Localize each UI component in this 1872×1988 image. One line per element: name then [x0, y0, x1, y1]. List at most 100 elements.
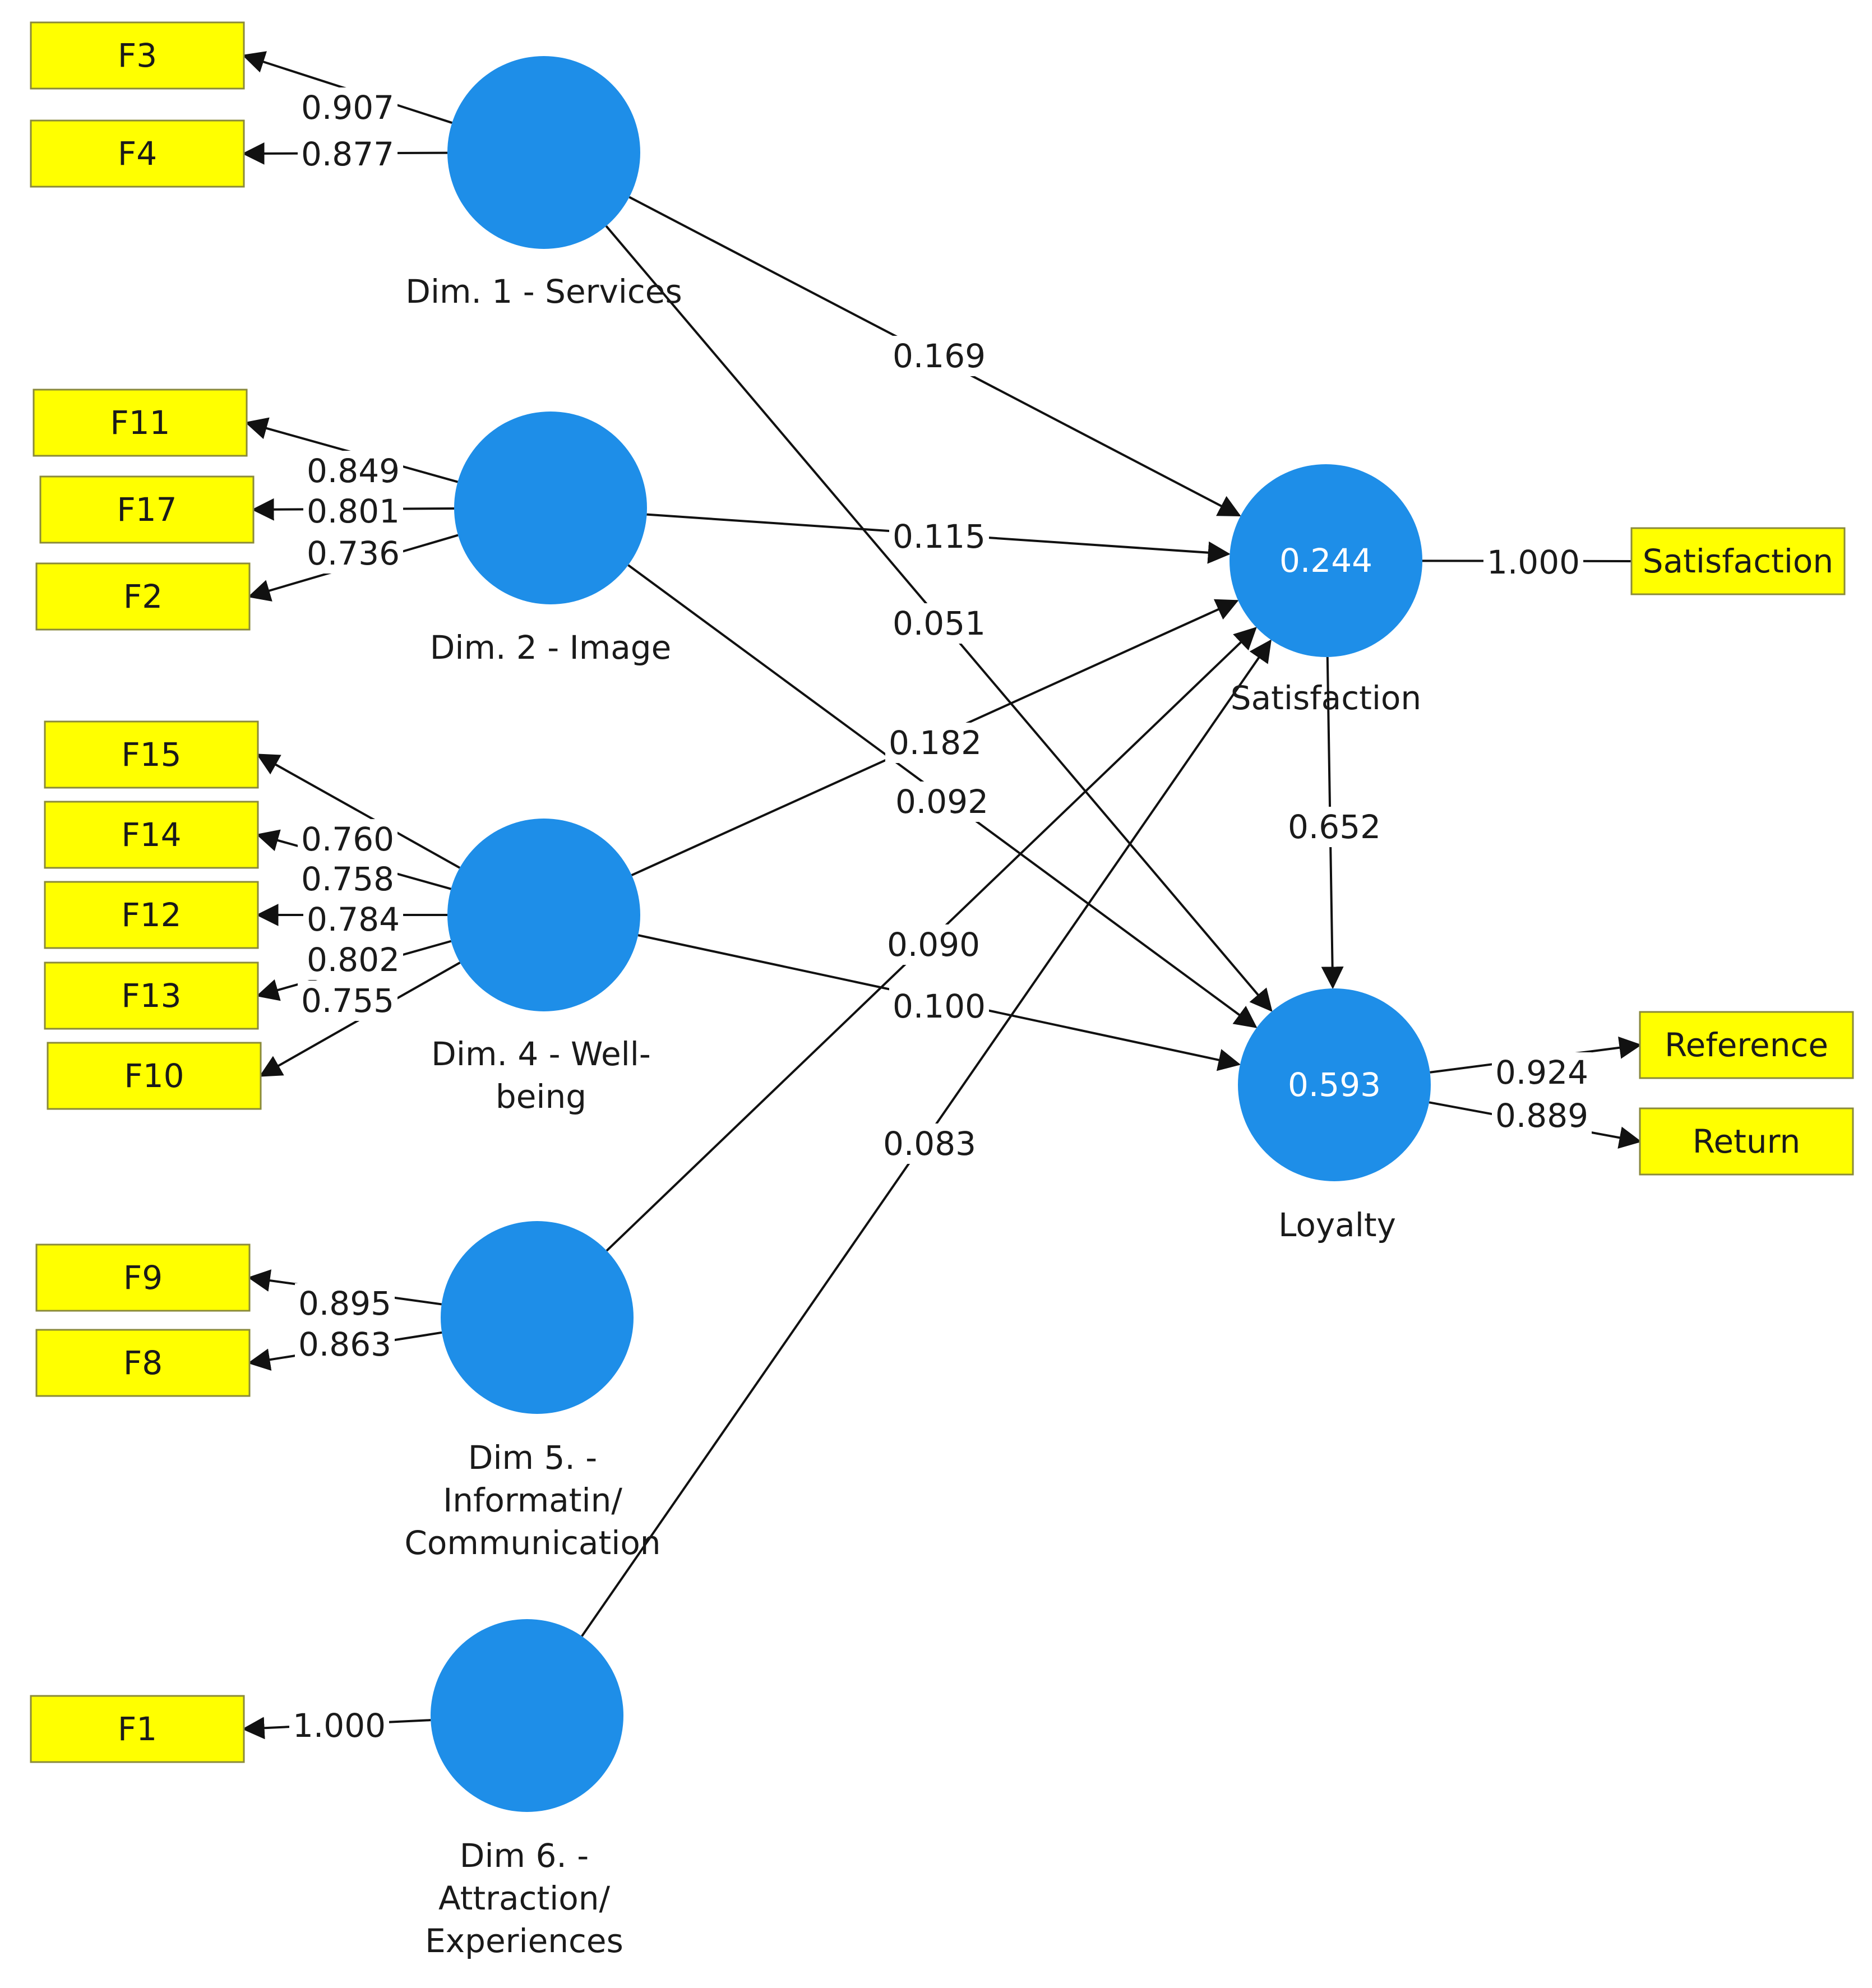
loading-label-satind: 1.000 [1483, 542, 1584, 582]
indicator-label-f12: F12 [121, 896, 181, 934]
indicator-label-f11: F11 [110, 404, 170, 442]
construct-label-line: Informatin/ [443, 1481, 622, 1519]
construct-label-line: Communication [404, 1524, 660, 1562]
loading-label-return: 0.889 [1491, 1095, 1592, 1136]
loading-label-reference: 0.924 [1491, 1052, 1592, 1093]
loading-label-f3-text: 0.907 [301, 89, 394, 127]
loading-label-f11: 0.849 [303, 451, 404, 491]
indicator-label-f3: F3 [118, 36, 157, 75]
indicator-box-f4[interactable] [30, 119, 245, 188]
loading-label-f9: 0.895 [294, 1283, 395, 1324]
construct-label-dim2: Dim. 2 - Image [430, 628, 672, 667]
loading-label-f12-bg [303, 899, 404, 940]
loading-label-f17: 0.801 [303, 491, 404, 531]
loading-label-f14-bg [297, 859, 398, 899]
construct-label-line: Loyalty [1278, 1206, 1396, 1244]
indicator-box-f14[interactable] [44, 801, 259, 869]
construct-dim2[interactable] [454, 412, 647, 604]
indicator-label-f13: F13 [121, 977, 181, 1015]
construct-label-line: Dim. 2 - Image [430, 628, 672, 667]
indicator-box-f10[interactable] [47, 1042, 262, 1110]
indicator-box-f13[interactable] [44, 961, 259, 1030]
path-coef-dim1-sat: 0.169 [889, 336, 990, 376]
path-coef-dim5-sat: 0.090 [883, 924, 984, 965]
loading-label-return-bg [1491, 1095, 1592, 1136]
indicator-label-f2: F2 [123, 577, 163, 616]
indicator-label-f9: F9 [123, 1259, 163, 1297]
loading-label-f14-text: 0.758 [301, 860, 394, 898]
loading-label-f10-text: 0.755 [301, 982, 394, 1020]
construct-label-line: being [496, 1078, 586, 1116]
path-coef-dim1-loy-text: 0.051 [893, 604, 986, 642]
indicator-label-f4: F4 [118, 135, 157, 173]
construct-dim4[interactable] [447, 819, 640, 1011]
loading-label-reference-bg [1491, 1052, 1592, 1093]
loading-label-f13-text: 0.802 [307, 941, 400, 979]
construct-loy[interactable] [1238, 988, 1431, 1181]
loading-label-f2-text: 0.736 [307, 534, 400, 572]
indicator-box-reference[interactable] [1639, 1011, 1854, 1079]
loading-label-f3-bg [297, 87, 398, 128]
path-coef-dim4-loy-bg [889, 986, 990, 1027]
indicator-label-f1: F1 [118, 1710, 157, 1748]
loading-line-f15 [256, 753, 460, 869]
loading-label-f15-bg [297, 819, 398, 859]
path-coef-dim1-loy: 0.051 [889, 603, 990, 644]
loading-label-satind-bg [1483, 542, 1584, 582]
indicator-box-f12[interactable] [44, 881, 259, 949]
construct-label-line: Satisfaction [1231, 679, 1421, 717]
construct-label-line: Experiences [425, 1922, 623, 1960]
loading-label-f15: 0.760 [297, 819, 398, 859]
indicator-box-f17[interactable] [39, 475, 255, 544]
path-coef-dim5-sat-bg [883, 924, 984, 965]
r-squared-sat: 0.244 [1279, 542, 1372, 580]
construct-label-line: Dim 5. - [468, 1439, 597, 1477]
loading-label-f2-bg [303, 533, 404, 574]
construct-dim6[interactable] [431, 1619, 623, 1812]
construct-label-dim6: Dim 6. -Attraction/Experiences [425, 1837, 623, 1960]
loading-label-f12-text: 0.784 [307, 900, 400, 938]
indicator-label-satind: Satisfaction [1643, 542, 1833, 580]
path-coef-dim5-sat-text: 0.090 [887, 926, 980, 964]
construct-dim1[interactable] [447, 56, 640, 249]
loading-label-f13: 0.802 [303, 940, 404, 980]
loading-label-f4-bg [297, 134, 398, 174]
path-coef-dim2-sat-text: 0.115 [893, 517, 986, 556]
construct-dim5[interactable] [441, 1221, 634, 1414]
indicator-box-return[interactable] [1639, 1107, 1854, 1176]
path-coef-dim6-sat-bg [879, 1124, 980, 1164]
path-coef-dim4-sat-text: 0.182 [889, 724, 982, 762]
loading-label-reference-text: 0.924 [1495, 1053, 1588, 1092]
indicator-box-f8[interactable] [35, 1329, 251, 1397]
loading-label-f17-bg [303, 491, 404, 531]
construct-label-dim1: Dim. 1 - Services [405, 272, 682, 311]
indicator-box-f3[interactable] [30, 21, 245, 90]
indicator-box-f11[interactable] [33, 389, 248, 457]
indicator-box-satind[interactable] [1630, 527, 1846, 595]
path-coef-dim2-sat: 0.115 [889, 516, 990, 557]
path-coef-sat-loy-text: 0.652 [1288, 808, 1381, 846]
loading-label-f10-bg [297, 981, 398, 1021]
loading-label-f8-text: 0.863 [298, 1325, 391, 1363]
indicator-box-f9[interactable] [35, 1243, 251, 1312]
loading-label-f2: 0.736 [303, 533, 404, 574]
indicator-box-f15[interactable] [44, 720, 259, 789]
loading-label-f9-text: 0.895 [298, 1284, 391, 1323]
path-coef-dim6-sat-text: 0.083 [883, 1125, 976, 1163]
construct-label-line: Dim. 4 - Well- [431, 1035, 651, 1073]
path-coef-dim1-sat-text: 0.169 [893, 337, 986, 375]
construct-label-line: Attraction/ [438, 1879, 611, 1917]
loading-label-f12: 0.784 [303, 899, 404, 940]
indicator-box-f2[interactable] [35, 562, 251, 631]
indicator-label-f10: F10 [124, 1057, 184, 1095]
loading-label-f1: 1.000 [289, 1705, 390, 1746]
loading-label-f8-bg [294, 1324, 395, 1365]
path-coef-sat-loy: 0.652 [1284, 807, 1385, 847]
loading-label-f8: 0.863 [294, 1324, 395, 1365]
indicator-box-f1[interactable] [30, 1695, 245, 1763]
path-coef-dim6-sat: 0.083 [879, 1124, 980, 1164]
indicator-label-f15: F15 [121, 736, 181, 774]
loading-label-f17-text: 0.801 [307, 492, 400, 530]
construct-sat[interactable] [1229, 464, 1422, 657]
r-squared-loy: 0.593 [1288, 1066, 1381, 1104]
